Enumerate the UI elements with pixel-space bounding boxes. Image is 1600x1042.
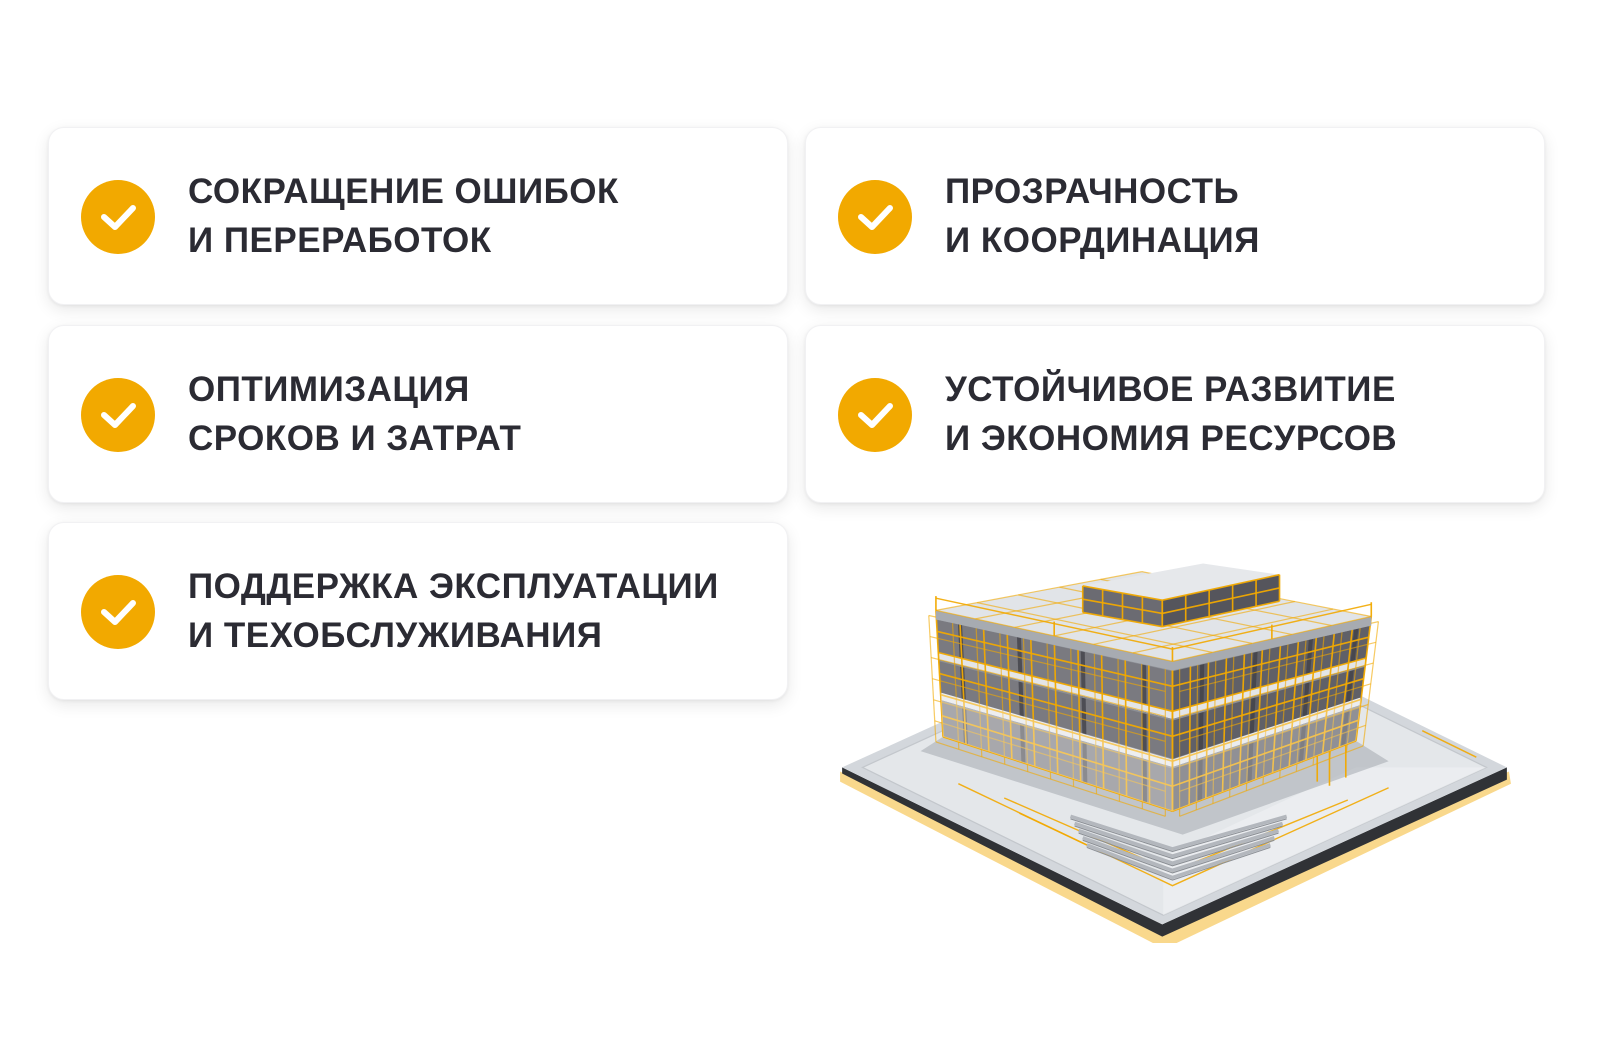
check-circle-icon	[81, 378, 155, 452]
scaffold-post	[935, 571, 1142, 611]
stair-step	[1082, 836, 1275, 873]
check-circle-icon	[81, 575, 155, 649]
benefit-title-line-2: И ПЕРЕРАБОТОК	[188, 221, 492, 260]
scaffold-rail	[1172, 719, 1359, 788]
benefit-title-line-2: СРОКОВ И ЗАТРАТ	[188, 419, 522, 458]
scaffold-rail	[1162, 573, 1280, 601]
stair-step	[1069, 814, 1288, 851]
benefit-title-line-1: СОКРАЩЕНИЕ ОШИБОК	[188, 172, 619, 211]
scaffold-rail	[1172, 740, 1357, 812]
scaffold-rail	[1179, 745, 1364, 817]
benefit-title-line-1: ОПТИМИЗАЦИЯ	[188, 370, 470, 409]
stair-step-edge	[1082, 839, 1275, 874]
benefit-card-maintenance: ПОДДЕРЖКА ЭКСПЛУАТАЦИИ И ТЕХОБСЛУЖИВАНИЯ	[48, 522, 788, 700]
scaffold-rail	[1172, 677, 1364, 738]
scaffold-rail	[1172, 698, 1362, 763]
benefit-text: ПОДДЕРЖКА ЭКСПЛУАТАЦИИ И ТЕХОБСЛУЖИВАНИЯ	[188, 562, 719, 660]
benefit-card-transparency: ПРОЗРАЧНОСТЬ И КООРДИНАЦИЯ	[805, 127, 1545, 305]
benefit-title-line-1: ПОДДЕРЖКА ЭКСПЛУАТАЦИИ	[188, 567, 719, 606]
benefit-text: СОКРАЩЕНИЕ ОШИБОК И ПЕРЕРАБОТОК	[188, 167, 619, 265]
benefit-card-error-reduction: СОКРАЩЕНИЕ ОШИБОК И ПЕРЕРАБОТОК	[48, 127, 788, 305]
benefit-title-line-2: И ТЕХОБСЛУЖИВАНИЯ	[188, 616, 603, 655]
benefit-title-line-2: И ЭКОНОМИЯ РЕСУРСОВ	[945, 419, 1398, 458]
benefit-title-line-2: И КООРДИНАЦИЯ	[945, 221, 1260, 260]
check-circle-icon	[81, 180, 155, 254]
scaffold-rail	[1172, 636, 1369, 688]
ground-line	[1019, 812, 1092, 848]
scaffold-rail	[929, 635, 1166, 693]
scaffold-rail	[934, 720, 1166, 792]
haze-left	[940, 692, 1173, 812]
stairs	[1069, 814, 1288, 881]
scaffold-rail	[1179, 703, 1369, 767]
check-circle-icon	[838, 180, 912, 254]
stair-step	[1074, 821, 1284, 858]
ground-haze	[940, 692, 1362, 812]
scaffold-rail	[1179, 724, 1366, 792]
stair-step-edge	[1074, 825, 1283, 860]
benefit-card-sustainability: УСТОЙЧИВОЕ РАЗВИТИЕ И ЭКОНОМИЯ РЕСУРСОВ	[805, 325, 1545, 503]
stair-step	[1086, 843, 1271, 880]
stair-step-edge	[1078, 832, 1279, 867]
scaffold-rail	[1082, 598, 1163, 615]
scaffold-rail	[1179, 683, 1371, 742]
scaffold-rail	[935, 741, 1166, 817]
scaffold-rail	[1179, 641, 1377, 693]
benefit-title-line-1: УСТОЙЧИВОЕ РАЗВИТИЕ	[945, 370, 1396, 409]
scaffold-rail	[976, 602, 1213, 653]
stair-step	[1078, 828, 1280, 866]
haze-right	[1172, 697, 1362, 812]
penthouse-scaffolding	[1081, 573, 1281, 628]
penthouse-roof	[1082, 563, 1280, 601]
stair-step-edge	[1086, 846, 1271, 881]
roof-railing	[935, 597, 1372, 650]
left-wall	[935, 610, 1173, 812]
ground-line	[1421, 730, 1477, 758]
roof-edge	[935, 610, 1372, 671]
scaffold-rail	[933, 699, 1166, 767]
benefit-card-optimization: ОПТИМИЗАЦИЯ СРОКОВ И ЗАТРАТ	[48, 325, 788, 503]
scaffold-rail	[1172, 657, 1367, 713]
scaffold-post	[1132, 608, 1334, 654]
benefit-text: УСТОЙЧИВОЕ РАЗВИТИЕ И ЭКОНОМИЯ РЕСУРСОВ	[945, 365, 1397, 463]
benefit-text: ОПТИМИЗАЦИЯ СРОКОВ И ЗАТРАТ	[188, 365, 521, 463]
scaffold-rail	[1162, 587, 1280, 615]
scaffold-rail	[1082, 611, 1163, 628]
check-circle-icon	[838, 378, 912, 452]
benefit-text: ПРОЗРАЧНОСТЬ И КООРДИНАЦИЯ	[945, 167, 1260, 265]
scaffold-rail	[1179, 662, 1374, 718]
scaffold-rail	[932, 678, 1166, 742]
scaffold-rail	[930, 656, 1166, 718]
scaffold-rail	[1082, 585, 1163, 601]
stair-step-edge	[1070, 818, 1287, 853]
benefit-title-line-1: ПРОЗРАЧНОСТЬ	[945, 172, 1240, 211]
scaffold-post	[1093, 600, 1295, 645]
building-bim-model-illustration	[840, 563, 1511, 943]
scaffold-rail	[1162, 600, 1280, 628]
